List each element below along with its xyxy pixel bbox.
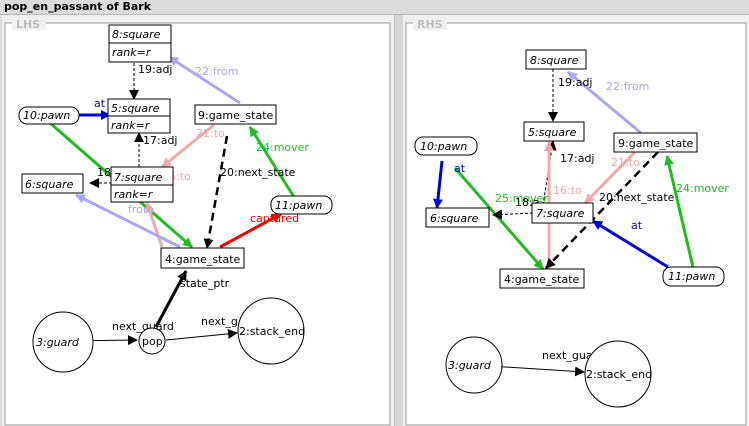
lhs-edge-16-to [145, 202, 164, 248]
svg-text:2:stack_end: 2:stack_end [239, 325, 305, 338]
lhs-edge-next-g [165, 328, 238, 341]
svg-text:11:pawn: 11:pawn [668, 270, 715, 283]
rhs-node-9-game-state[interactable]: 9:game_state [613, 132, 698, 153]
lhs-graph-canvas: LHS 19:adj 22:from at 21:to 17:adj 24:mo… [4, 17, 391, 426]
svg-text:7:square: 7:square [536, 207, 585, 220]
rhs-edge-22-from [567, 70, 642, 135]
lhs-title-bg [12, 17, 46, 30]
rhs-edge-21-to [583, 150, 637, 205]
lhs-label-22-from: 22:from [195, 65, 238, 78]
svg-text:9:game_state: 9:game_state [618, 137, 694, 150]
lhs-node-11-pawn[interactable]: 11:pawn [270, 195, 333, 215]
lhs-label-21-to: 21:to [196, 127, 225, 140]
rhs-label-next-gua: next_gua [542, 349, 593, 362]
rhs-title-bg [413, 17, 447, 30]
rhs-label-19-adj: 19:adj [558, 76, 592, 89]
rhs-edge-18-a [492, 209, 534, 220]
lhs-node-pop[interactable]: pop [138, 327, 166, 355]
rhs-node-3-guard[interactable]: 3:guard [445, 336, 503, 394]
lhs-label-at: at [94, 97, 106, 110]
rhs-node-11-pawn[interactable]: 11:pawn [662, 266, 725, 287]
rhs-edge-24-mover [664, 155, 695, 268]
svg-text:3:guard: 3:guard [448, 359, 492, 372]
lhs-node-10-pawn[interactable]: 10:pawn [18, 106, 80, 125]
rhs-label-16-to: 16:to [553, 184, 582, 197]
svg-text:2:stack_end: 2:stack_end [586, 368, 652, 381]
lhs-edge-from [75, 193, 181, 249]
rhs-node-6-square[interactable]: 6:square [425, 207, 490, 228]
rhs-label-17-adj: 17:adj [560, 152, 594, 165]
svg-text:rank=r: rank=r [114, 188, 154, 201]
lhs-label-from: from [128, 203, 154, 216]
rhs-node-10-pawn[interactable]: 10:pawn [414, 136, 478, 156]
svg-text:rank=r: rank=r [111, 119, 151, 132]
lhs-node-3-guard[interactable]: 3:guard [32, 311, 94, 373]
lhs-label-state-ptr: state_ptr [180, 277, 230, 290]
rhs-node-8-square[interactable]: 8:square [525, 49, 587, 70]
lhs-node-9-game-state[interactable]: 9:game_state [194, 104, 277, 125]
svg-text:rank=r: rank=r [112, 46, 152, 59]
rhs-node-7-square[interactable]: 7:square [531, 202, 594, 224]
rhs-label-22-from: 22:from [606, 80, 649, 93]
svg-text:9:game_state: 9:game_state [198, 109, 274, 122]
lhs-node-7-square[interactable]: 7:square rank=r [110, 166, 174, 203]
rhs-graph-canvas: RHS 19:adj 22:from at 17:adj 21:to 25:mo… [405, 17, 747, 426]
svg-text:3:guard: 3:guard [36, 336, 80, 349]
window-title: pop_en_passant of Bark [4, 0, 152, 13]
lhs-label-20-next-state: 20:next_state [220, 166, 296, 179]
svg-text:4:game_state: 4:game_state [165, 253, 241, 266]
rhs-label-24-mover: 24:mover [676, 182, 729, 195]
lhs-edge-24-mover [248, 126, 296, 198]
rhs-edge-20-next-state [545, 151, 659, 269]
lhs-edge-20-next-state [203, 135, 229, 249]
rhs-label-20-next-state: 20:next_state [599, 191, 675, 204]
rhs-node-4-game-state[interactable]: 4:game_state [499, 268, 585, 289]
rhs-node-2-stack-end[interactable]: 2:stack_end [584, 340, 652, 408]
lhs-edge-21-to [161, 123, 215, 169]
lhs-label-17-adj: 17:adj [143, 134, 177, 147]
lhs-edge-state-ptr [154, 270, 188, 328]
lhs-node-4-game-state[interactable]: 4:game_state [160, 247, 245, 269]
svg-text:7:square: 7:square [114, 171, 163, 184]
svg-text:11:pawn: 11:pawn [275, 199, 322, 212]
svg-text:8:square: 8:square [112, 28, 161, 41]
lhs-label-captured: captured [250, 212, 299, 225]
rhs-label-at-10: at [454, 162, 466, 175]
svg-text:8:square: 8:square [530, 54, 579, 67]
window-title-bar: pop_en_passant of Bark [0, 0, 749, 15]
svg-text:5:square: 5:square [528, 126, 577, 139]
rhs-pane[interactable]: RHS 19:adj 22:from at 17:adj 21:to 25:mo… [403, 15, 749, 426]
rhs-edge-at-11 [592, 219, 669, 269]
lhs-label-next-g: next_g [201, 315, 238, 328]
lhs-node-6-square[interactable]: 6:square [21, 173, 84, 194]
svg-text:6:square: 6:square [430, 212, 479, 225]
lhs-pane[interactable]: LHS 19:adj 22:from at 21:to 17:adj 24:mo… [2, 15, 394, 426]
svg-text:5:square: 5:square [111, 102, 160, 115]
rhs-edge-at-10 [432, 160, 444, 209]
lhs-label-24-mover: 24:mover [256, 141, 309, 154]
rhs-label-at-11: at [631, 219, 643, 232]
svg-text:6:square: 6:square [25, 178, 74, 191]
lhs-node-2-stack-end[interactable]: 2:stack_end [237, 297, 305, 365]
lhs-title: LHS [16, 18, 40, 31]
lhs-node-8-square[interactable]: 8:square rank=r [108, 24, 172, 63]
lhs-label-19-adj: 19:adj [138, 63, 172, 76]
svg-text:pop: pop [142, 335, 163, 348]
rhs-title: RHS [417, 18, 443, 31]
svg-text:10:pawn: 10:pawn [420, 140, 467, 153]
svg-text:4:game_state: 4:game_state [504, 273, 580, 286]
lhs-node-5-square[interactable]: 5:square rank=r [107, 98, 171, 134]
rhs-label-25-mover: 25:mover [495, 192, 548, 205]
lhs-edge-22-from [168, 55, 241, 105]
lhs-label-18: 18: [97, 166, 115, 179]
rhs-node-5-square[interactable]: 5:square [523, 121, 585, 142]
rhs-label-21-to: 21:to [611, 156, 640, 169]
svg-text:10:pawn: 10:pawn [23, 109, 70, 122]
lhs-edge-captured [219, 212, 282, 249]
